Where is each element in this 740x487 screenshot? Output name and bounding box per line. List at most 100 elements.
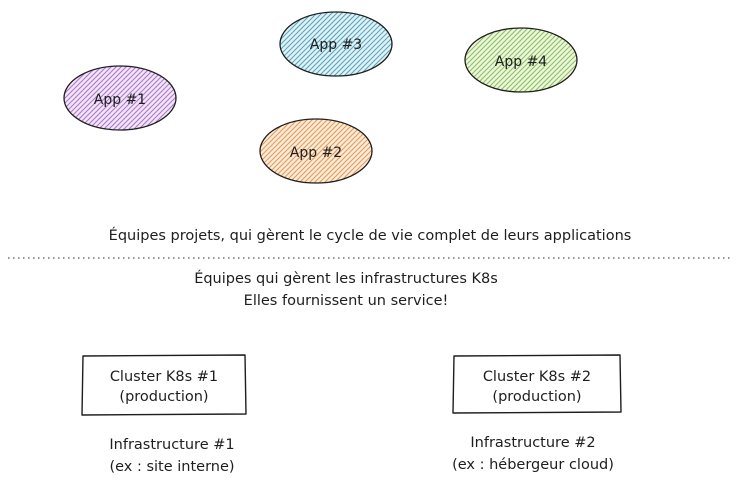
- hatch-stroke: [64, 66, 131, 130]
- hatch-stroke: [64, 66, 71, 130]
- hatch-stroke: [465, 28, 467, 92]
- hatch-stroke: [591, 20, 671, 100]
- hatch-stroke: [280, 12, 287, 76]
- app-hatch-4: [465, 20, 671, 100]
- hatch-stroke: [0, 58, 50, 138]
- hatch-stroke: [280, 12, 282, 76]
- hatch-stroke: [166, 111, 246, 191]
- hatch-stroke: [109, 66, 176, 130]
- hatch-stroke: [180, 58, 260, 138]
- hatch-stroke: [134, 66, 176, 130]
- hatch-stroke: [260, 119, 322, 183]
- hatch-stroke: [64, 66, 121, 130]
- hatch-stroke: [129, 66, 176, 130]
- hatch-stroke: [330, 119, 372, 183]
- hatch-stroke: [465, 28, 472, 92]
- hatch-stroke: [260, 119, 262, 183]
- cluster-frame-2: [452, 354, 622, 414]
- app-node-2: App #2: [166, 111, 466, 191]
- hatch-stroke: [64, 66, 66, 130]
- hatch-stroke: [510, 28, 577, 92]
- hatch-stroke: [260, 119, 272, 183]
- hatch-stroke: [465, 28, 512, 92]
- hatch-stroke: [465, 28, 517, 92]
- infra-caption-1-line-1: Infrastructure #1: [109, 437, 234, 453]
- hatch-stroke: [191, 4, 271, 84]
- app-outline-1: [63, 65, 177, 131]
- hatch-stroke: [280, 12, 292, 76]
- cluster-box-2: Cluster K8s #2 (production): [452, 354, 622, 414]
- hatch-stroke: [260, 119, 312, 183]
- hatch-stroke: [376, 111, 456, 191]
- app-outline-4: [464, 27, 578, 93]
- hatch-stroke: [119, 66, 176, 130]
- hatch-stroke: [565, 28, 577, 92]
- infra-teams-line-2: Elles fournissent un service!: [244, 293, 449, 309]
- hatch-stroke: [260, 119, 267, 183]
- hatch-stroke: [280, 12, 342, 76]
- hatch-stroke: [465, 28, 507, 92]
- hatch-stroke: [360, 119, 372, 183]
- hatch-stroke: [370, 119, 372, 183]
- hatch-stroke: [350, 12, 392, 76]
- hatch-stroke: [64, 66, 106, 130]
- app-outline-2: [259, 118, 373, 184]
- hatch-stroke: [390, 12, 392, 76]
- hatch-stroke: [260, 119, 307, 183]
- hatch-stroke: [295, 12, 377, 76]
- hatch-stroke: [176, 111, 256, 191]
- cluster-title-2: Cluster K8s #2: [483, 369, 591, 385]
- hatch-stroke: [310, 119, 372, 183]
- hatch-stroke: [275, 119, 357, 183]
- hatch-stroke: [575, 28, 577, 92]
- app-node-3: App #3: [191, 4, 476, 84]
- hatch-stroke: [79, 66, 161, 130]
- hatch-stroke: [315, 119, 372, 183]
- hatch-stroke: [0, 58, 55, 138]
- hatch-stroke: [174, 66, 176, 130]
- hatch-stroke: [465, 28, 477, 92]
- hatch-stroke: [386, 111, 466, 191]
- hatch-stroke: [280, 12, 322, 76]
- cluster-frame-1: [81, 354, 247, 416]
- app-node-1: App #1: [0, 58, 270, 138]
- hatch-stroke: [465, 28, 532, 92]
- app-label-4: App #4: [495, 54, 548, 70]
- hatch-stroke: [581, 20, 661, 100]
- cluster-title-1: Cluster K8s #1: [110, 369, 218, 385]
- hatch-stroke: [465, 28, 522, 92]
- hatch-stroke: [114, 66, 176, 130]
- hatch-stroke: [169, 66, 176, 130]
- project-teams-caption: Équipes projets, qui gèrent le cycle de …: [109, 227, 632, 244]
- hatch-stroke: [515, 28, 577, 92]
- hatch-stroke: [570, 28, 577, 92]
- cluster-subtitle-2: (production): [492, 389, 581, 405]
- app-node-4: App #4: [464, 20, 671, 100]
- infra-caption-2-line-2: (ex : hébergeur cloud): [452, 457, 614, 473]
- hatch-stroke: [185, 58, 265, 138]
- hatch-stroke: [190, 58, 270, 138]
- hatch-stroke: [480, 28, 562, 92]
- hatch-stroke: [465, 28, 527, 92]
- cluster-box-1: Cluster K8s #1 (production): [81, 354, 247, 416]
- hatch-stroke: [305, 119, 372, 183]
- hatch-stroke: [280, 12, 327, 76]
- hatch-stroke: [196, 4, 276, 84]
- hatch-stroke: [335, 12, 392, 76]
- hatch-stroke: [260, 119, 302, 183]
- hatch-stroke: [381, 111, 461, 191]
- app-label-2: App #2: [290, 145, 342, 161]
- hatch-stroke: [124, 66, 176, 130]
- hatch-stroke: [280, 12, 337, 76]
- hatch-stroke: [64, 66, 111, 130]
- hatch-stroke: [396, 4, 476, 84]
- hatch-stroke: [320, 119, 372, 183]
- infra-caption-1-line-2: (ex : site interne): [109, 459, 234, 475]
- hatch-stroke: [0, 58, 60, 138]
- hatch-stroke: [260, 119, 327, 183]
- hatch-stroke: [164, 66, 176, 130]
- hatch-stroke: [330, 12, 392, 76]
- infra-teams-line-1: Équipes qui gèrent les infrastructures K…: [194, 270, 498, 287]
- hatch-stroke: [280, 12, 347, 76]
